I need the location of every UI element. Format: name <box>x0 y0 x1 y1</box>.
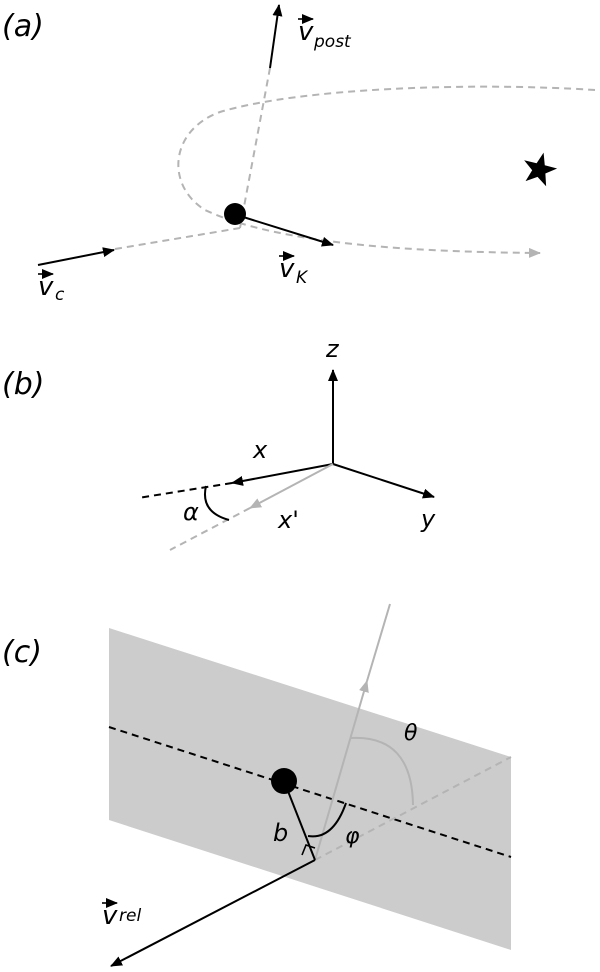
post-kick-path <box>239 67 271 229</box>
v-post-symbol: v <box>298 17 314 47</box>
neutron-star-dot <box>224 203 246 225</box>
orbit-path <box>177 85 596 258</box>
v-rel-symbol: v <box>102 901 118 931</box>
v-k-symbol: v <box>279 254 295 284</box>
projection-line <box>314 756 512 861</box>
v-k-arrow <box>239 215 334 247</box>
x-axis-extension <box>137 482 233 499</box>
theta-arc <box>350 736 414 806</box>
v-c-symbol: v <box>38 272 54 302</box>
velocity-ray-extension <box>366 603 391 682</box>
z-label: z <box>325 335 340 363</box>
v-rel-subscript: rel <box>119 906 141 926</box>
panel-b-label: (b) <box>2 367 44 402</box>
phi-label: φ <box>345 824 360 849</box>
theta-label: θ <box>404 721 418 746</box>
v-post-subscript: post <box>313 32 352 52</box>
x-label: x <box>252 436 268 464</box>
right-angle-mark <box>301 844 316 856</box>
alpha-arc <box>204 485 230 521</box>
x-prime-axis <box>249 463 334 509</box>
x-axis <box>231 463 334 486</box>
y-axis <box>332 463 435 499</box>
companion-dot <box>271 768 297 794</box>
v-k-subscript: K <box>296 268 309 288</box>
alpha-label: α <box>183 498 199 526</box>
b-label: b <box>273 819 288 847</box>
velocity-ray <box>314 680 369 861</box>
impact-plane <box>109 628 511 950</box>
y-label: y <box>420 505 436 533</box>
v-post-arrow <box>269 4 283 69</box>
phi-arc <box>307 802 347 838</box>
panel-a-label: (a) <box>2 9 44 44</box>
trajectory-line <box>108 726 512 858</box>
x-prime-extension <box>169 507 251 551</box>
star-icon <box>524 152 558 187</box>
v-c-subscript: c <box>55 285 65 305</box>
v-rel-arrow <box>110 859 316 967</box>
x-prime-label: x' <box>277 506 299 534</box>
v-c-arrow <box>37 247 115 266</box>
incoming-path <box>114 227 241 250</box>
panel-c-label: (c) <box>2 635 42 670</box>
